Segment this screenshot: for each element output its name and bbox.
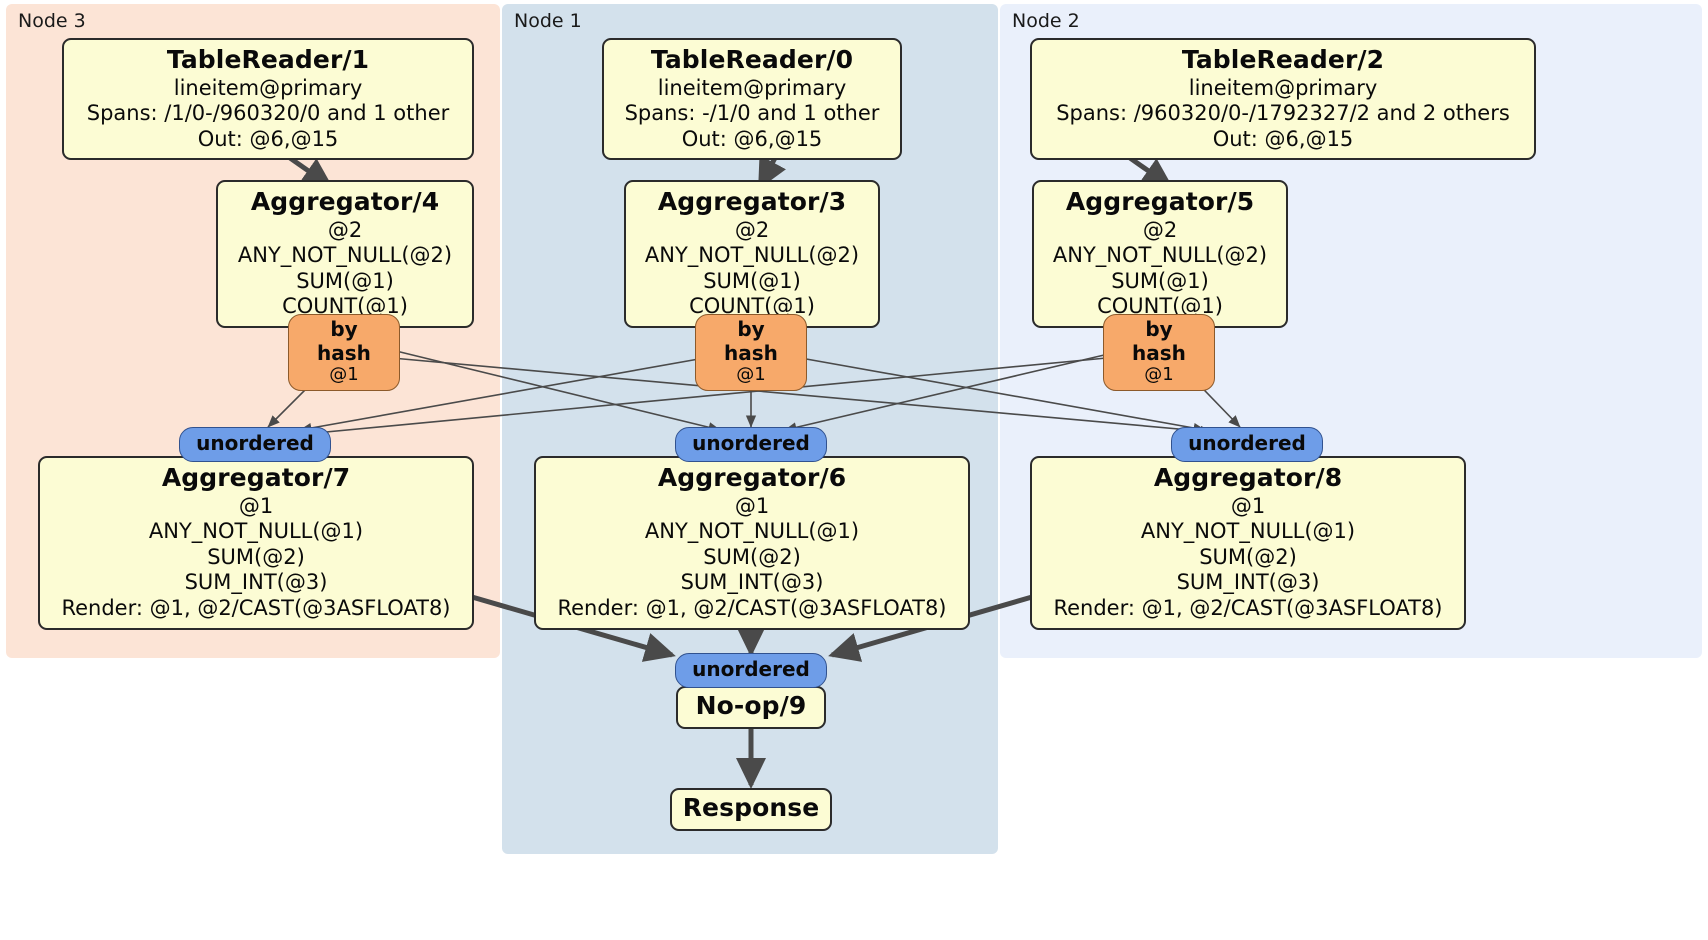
receiver-label: unordered bbox=[196, 431, 314, 455]
processor-title: Aggregator/3 bbox=[657, 187, 847, 216]
processor-line: SUM(@1) bbox=[296, 268, 394, 293]
processor-line: SUM_INT(@3) bbox=[680, 570, 824, 595]
processor-line: Render: @1, @2/CAST(@3ASFLOAT8) bbox=[61, 595, 451, 620]
receiver-unordered-node1[interactable]: unordered bbox=[675, 427, 827, 462]
processor-title: Aggregator/4 bbox=[250, 187, 440, 216]
processor-line: Render: @1, @2/CAST(@3ASFLOAT8) bbox=[557, 595, 947, 620]
processor-line: lineitem@primary bbox=[1188, 75, 1378, 100]
processor-line: Render: @1, @2/CAST(@3ASFLOAT8) bbox=[1053, 595, 1443, 620]
processor-line: SUM(@1) bbox=[1111, 268, 1209, 293]
processor-line: @2 bbox=[734, 217, 770, 242]
router-sublabel: @1 bbox=[736, 364, 766, 386]
processor-title: Aggregator/6 bbox=[657, 463, 847, 492]
processor-line: Out: @6,@15 bbox=[681, 126, 823, 151]
processor-tablereader2[interactable]: TableReader/2 lineitem@primary Spans: /9… bbox=[1030, 38, 1536, 161]
router-byhash-node1[interactable]: by hash @1 bbox=[695, 314, 807, 391]
processor-line: SUM_INT(@3) bbox=[184, 570, 328, 595]
router-label: by hash bbox=[317, 317, 371, 365]
receiver-unordered-final[interactable]: unordered bbox=[675, 653, 827, 688]
router-label: by hash bbox=[1132, 317, 1186, 365]
processor-title: TableReader/2 bbox=[1181, 45, 1385, 74]
processor-line: Spans: /960320/0-/1792327/2 and 2 others bbox=[1056, 101, 1510, 126]
processor-line: ANY_NOT_NULL(@2) bbox=[644, 243, 860, 268]
processor-line: Spans: -/1/0 and 1 other bbox=[624, 101, 880, 126]
processor-aggregator8[interactable]: Aggregator/8 @1 ANY_NOT_NULL(@1) SUM(@2)… bbox=[1030, 456, 1466, 630]
processor-tablereader0[interactable]: TableReader/0 lineitem@primary Spans: -/… bbox=[602, 38, 902, 161]
processor-line: SUM(@1) bbox=[703, 268, 801, 293]
node-panel-label-node2: Node 2 bbox=[1012, 10, 1080, 32]
processor-title: TableReader/0 bbox=[650, 45, 854, 74]
processor-title: Aggregator/5 bbox=[1065, 187, 1255, 216]
router-sublabel: @1 bbox=[329, 364, 359, 386]
processor-tablereader1[interactable]: TableReader/1 lineitem@primary Spans: /1… bbox=[62, 38, 474, 161]
processor-line: @1 bbox=[734, 493, 770, 518]
router-sublabel: @1 bbox=[1144, 364, 1174, 386]
router-byhash-node3[interactable]: by hash @1 bbox=[288, 314, 400, 391]
processor-line: Spans: /1/0-/960320/0 and 1 other bbox=[86, 101, 450, 126]
processor-line: ANY_NOT_NULL(@2) bbox=[237, 243, 453, 268]
processor-line: ANY_NOT_NULL(@1) bbox=[148, 519, 364, 544]
processor-line: ANY_NOT_NULL(@2) bbox=[1052, 243, 1268, 268]
receiver-label: unordered bbox=[692, 657, 810, 681]
processor-aggregator3[interactable]: Aggregator/3 @2 ANY_NOT_NULL(@2) SUM(@1)… bbox=[624, 180, 880, 328]
processor-line: @2 bbox=[327, 217, 363, 242]
processor-line: ANY_NOT_NULL(@1) bbox=[1140, 519, 1356, 544]
processor-title: Aggregator/7 bbox=[161, 463, 351, 492]
processor-aggregator4[interactable]: Aggregator/4 @2 ANY_NOT_NULL(@2) SUM(@1)… bbox=[216, 180, 474, 328]
receiver-unordered-node2[interactable]: unordered bbox=[1171, 427, 1323, 462]
processor-line: @2 bbox=[1142, 217, 1178, 242]
processor-line: SUM(@2) bbox=[703, 544, 801, 569]
processor-line: SUM_INT(@3) bbox=[1176, 570, 1320, 595]
processor-line: Out: @6,@15 bbox=[197, 126, 339, 151]
receiver-unordered-node3[interactable]: unordered bbox=[179, 427, 331, 462]
processor-line: @1 bbox=[1230, 493, 1266, 518]
processor-line: @1 bbox=[238, 493, 274, 518]
processor-title: TableReader/1 bbox=[166, 45, 370, 74]
receiver-label: unordered bbox=[692, 431, 810, 455]
router-label: by hash bbox=[724, 317, 778, 365]
node-panel-label-node3: Node 3 bbox=[18, 10, 86, 32]
processor-aggregator6[interactable]: Aggregator/6 @1 ANY_NOT_NULL(@1) SUM(@2)… bbox=[534, 456, 970, 630]
processor-line: SUM(@2) bbox=[1199, 544, 1297, 569]
processor-title: Response bbox=[682, 793, 820, 822]
node-panel-label-node1: Node 1 bbox=[514, 10, 582, 32]
processor-noop9[interactable]: No-op/9 bbox=[676, 686, 826, 729]
processor-line: lineitem@primary bbox=[657, 75, 847, 100]
router-byhash-node2[interactable]: by hash @1 bbox=[1103, 314, 1215, 391]
receiver-label: unordered bbox=[1188, 431, 1306, 455]
processor-line: SUM(@2) bbox=[207, 544, 305, 569]
processor-response[interactable]: Response bbox=[670, 788, 832, 831]
processor-line: lineitem@primary bbox=[173, 75, 363, 100]
processor-line: Out: @6,@15 bbox=[1212, 126, 1354, 151]
processor-title: Aggregator/8 bbox=[1153, 463, 1343, 492]
processor-title: No-op/9 bbox=[695, 691, 807, 720]
processor-aggregator5[interactable]: Aggregator/5 @2 ANY_NOT_NULL(@2) SUM(@1)… bbox=[1032, 180, 1288, 328]
processor-aggregator7[interactable]: Aggregator/7 @1 ANY_NOT_NULL(@1) SUM(@2)… bbox=[38, 456, 474, 630]
processor-line: ANY_NOT_NULL(@1) bbox=[644, 519, 860, 544]
